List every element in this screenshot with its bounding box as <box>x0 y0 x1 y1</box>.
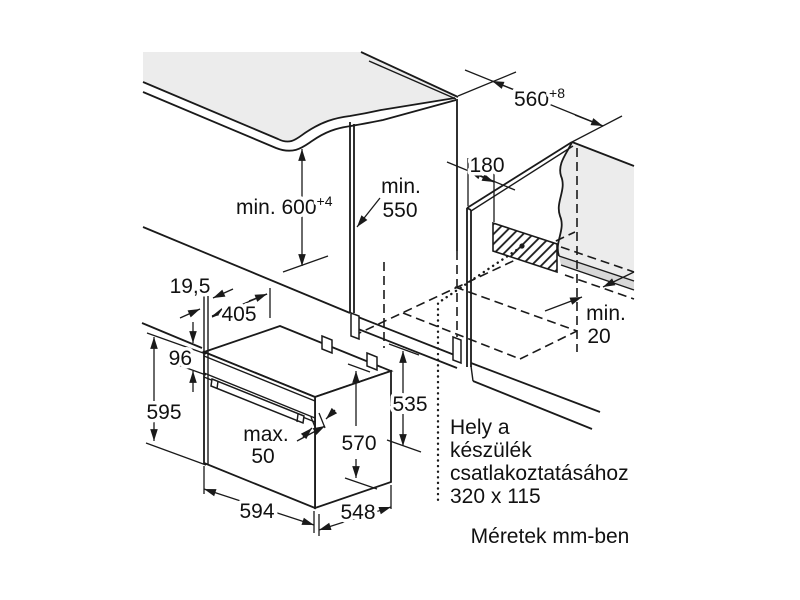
left-cabinet <box>141 99 458 369</box>
countertop <box>142 51 459 152</box>
dim-body-depth-label: 570 <box>341 432 376 455</box>
units-note: Méretek mm-ben <box>471 525 630 548</box>
dim-door-overhang-19-5: 19,5 <box>166 272 234 319</box>
dim-oven-depth-label: 548 <box>340 501 375 524</box>
dim-rear-gap-20: min. 20 <box>544 271 635 352</box>
dim-oven-height-label: 595 <box>146 401 181 424</box>
connection-note-line-3: csatlakoztatásához <box>450 462 629 485</box>
dim-rear-gap-label-2: 20 <box>587 325 610 348</box>
dim-min-depth-label-2: 550 <box>382 199 417 222</box>
dim-connection-offset-label: 180 <box>469 154 504 177</box>
dim-min-depth-550: min. 550 <box>356 172 424 228</box>
connection-note-line-2: készülék <box>450 439 532 462</box>
countertop-surface <box>143 52 458 142</box>
oven <box>201 296 394 510</box>
connection-leader-dotted <box>436 245 523 507</box>
cabinet-feet <box>350 311 462 365</box>
dim-niche-depth-560: 560+8 <box>457 69 623 143</box>
dim-niche-depth-label: 560+8 <box>514 85 565 111</box>
dim-oven-width-label: 594 <box>239 500 274 523</box>
dim-min-depth-label-1: min. <box>381 175 421 198</box>
dim-oven-height-595: 595 <box>143 337 207 466</box>
oven-rear-bracket-left <box>321 334 333 355</box>
dim-panel-height-label: 96 <box>169 347 192 370</box>
connection-note: Hely a készülék csatlakoztatásához 320 x… <box>450 416 629 508</box>
dim-niche-height-600: min. 600+4 <box>233 149 336 273</box>
oven-rear-bracket-right <box>366 351 378 372</box>
dim-body-depth-570: 570 <box>338 363 380 490</box>
dim-handle-clearance-50: max. 50 <box>240 407 338 472</box>
dim-handle-clearance-label-2: 50 <box>251 445 274 468</box>
dim-oven-depth-548: 548 <box>318 485 392 536</box>
dim-panel-height-96: 96 <box>146 322 207 392</box>
dim-niche-height-label: min. 600+4 <box>236 193 333 219</box>
dim-top-offset-405: 405 <box>211 288 271 330</box>
dim-top-offset-label: 405 <box>221 303 256 326</box>
oven-handle <box>210 377 305 425</box>
dim-connection-offset-180: 180 <box>446 151 516 222</box>
dim-door-overhang-label: 19,5 <box>170 275 211 298</box>
right-unit <box>466 141 635 430</box>
dim-rear-height-label: 535 <box>392 393 427 416</box>
dim-oven-width-594: 594 <box>203 466 315 533</box>
connection-area-hatch <box>492 221 558 274</box>
connection-note-line-4: 320 x 115 <box>450 485 541 508</box>
connection-note-line-1: Hely a <box>450 416 510 439</box>
dim-rear-gap-label-1: min. <box>586 302 626 325</box>
dim-handle-clearance-label-1: max. <box>243 423 289 446</box>
dim-rear-height-535: 535 <box>386 343 431 453</box>
connection-area <box>436 221 558 507</box>
